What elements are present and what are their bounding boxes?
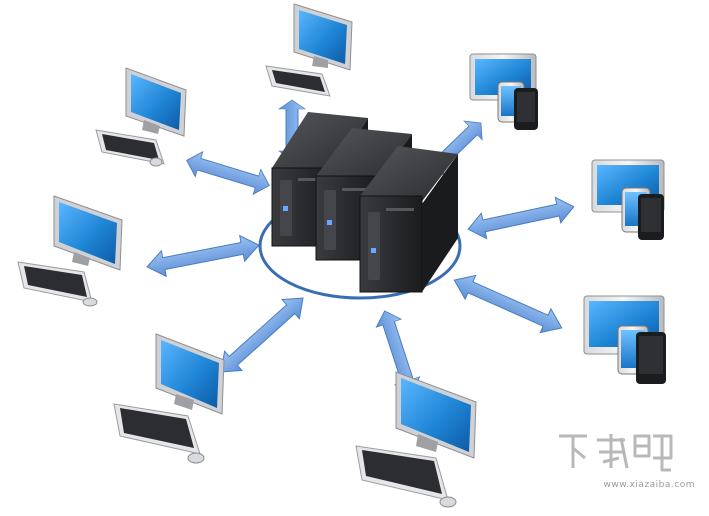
desktop-computer-icon [355, 371, 477, 508]
monitor-tablet-phone-icon [591, 159, 665, 240]
watermark-url: www.xiazaiba.com [603, 480, 695, 490]
desktop-computer-icon [113, 333, 225, 464]
watermark: www.xiazaiba.com [555, 428, 695, 490]
arrow-to-desktop-upper-left [182, 147, 274, 199]
arrow-to-desktop-left [144, 231, 262, 281]
arrow-to-mobile-bottom [448, 267, 568, 341]
monitor-tablet-phone-icon [583, 295, 666, 384]
desktop-computer-icon [17, 195, 123, 307]
monitor-tablet-phone-icon [469, 53, 538, 130]
desktop-computer-icon [265, 3, 353, 97]
arrow-to-desktop-lower-left [211, 287, 313, 383]
arrow-to-mobile-middle [464, 193, 578, 243]
server-tower-icon [359, 146, 458, 293]
xiazaiba-logo-icon [559, 434, 673, 472]
desktop-computer-icon [95, 67, 187, 167]
server-cluster [271, 112, 458, 293]
